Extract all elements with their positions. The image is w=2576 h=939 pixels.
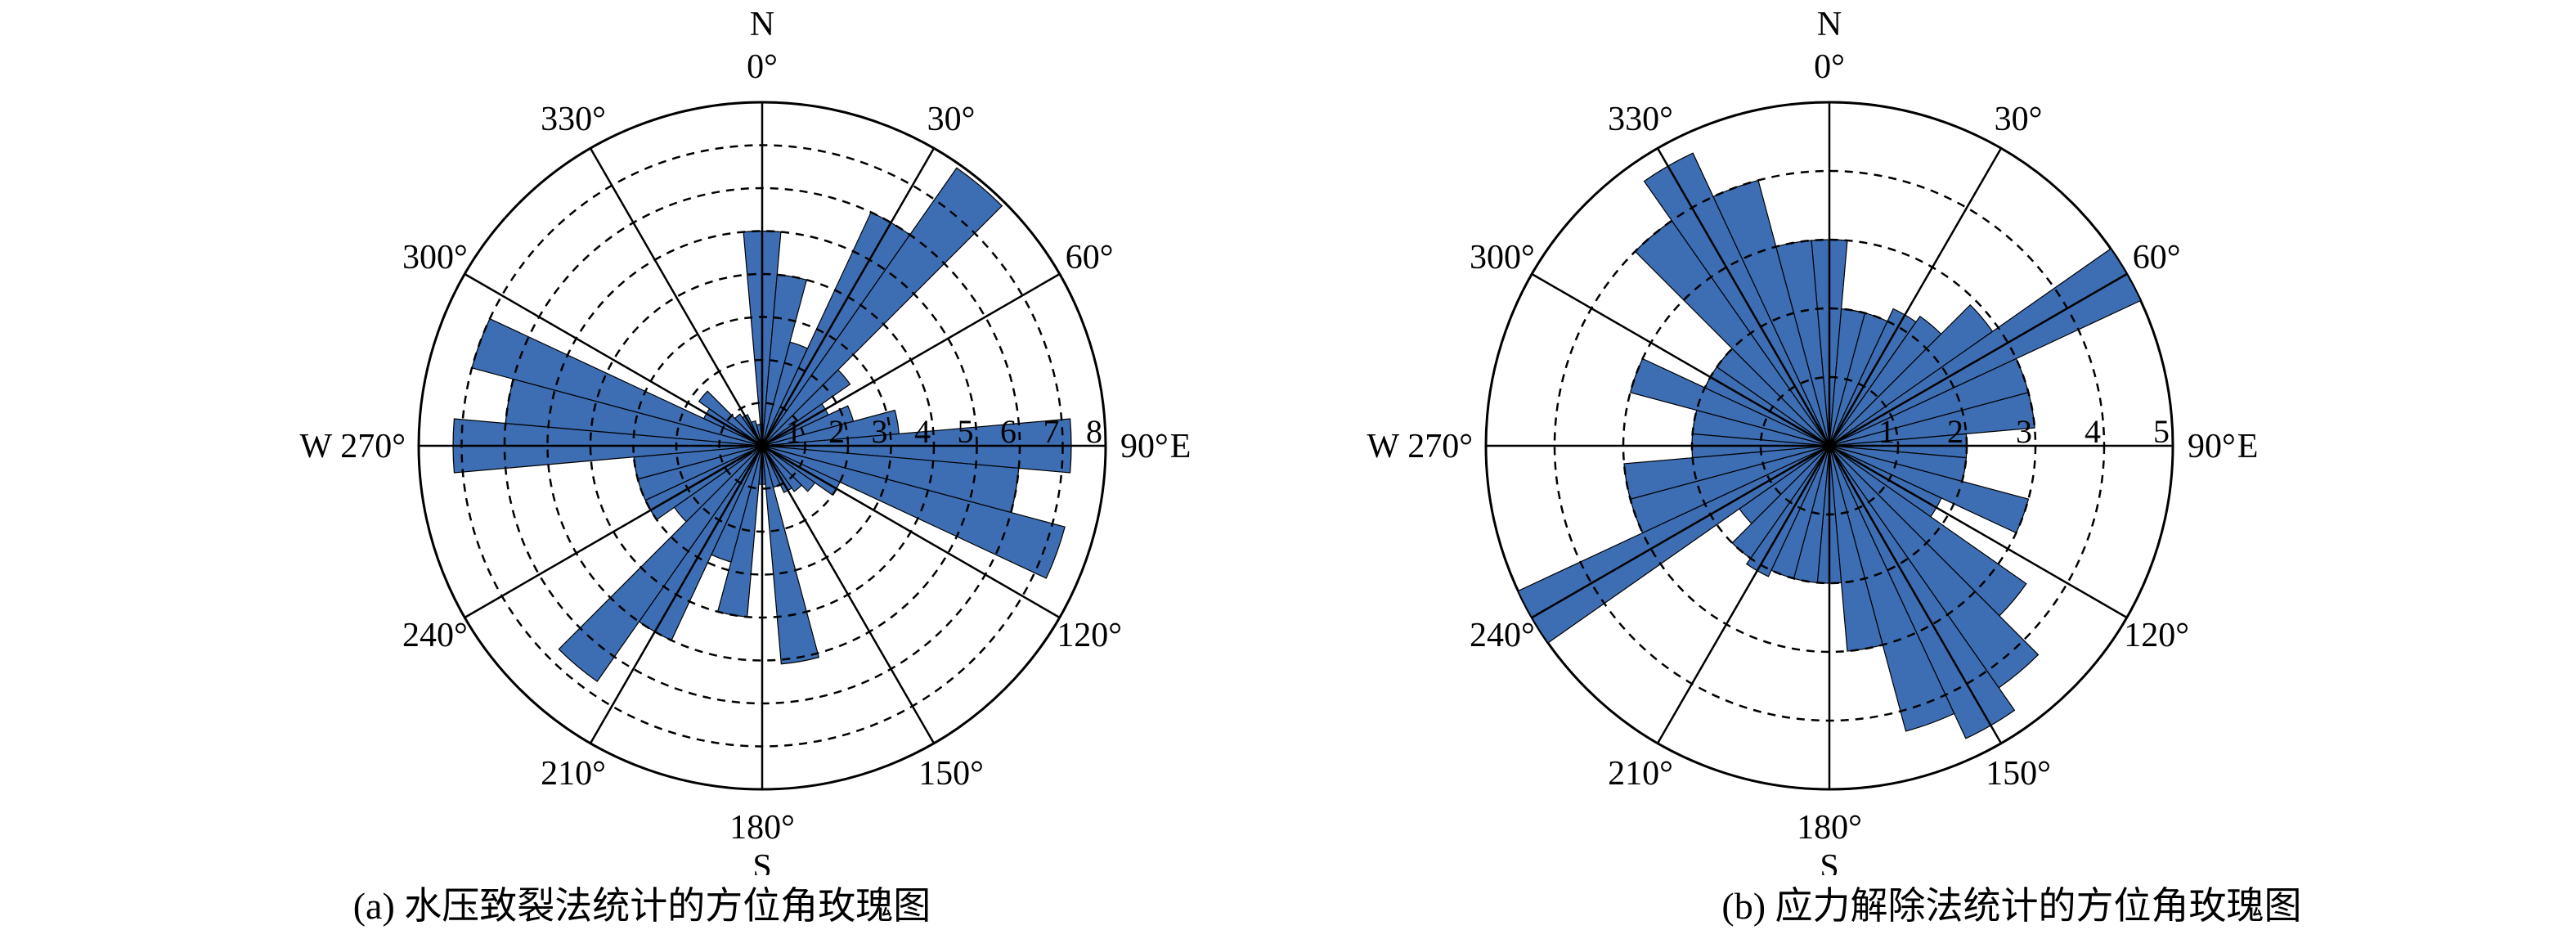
spoke-150 <box>1828 445 2003 744</box>
angle-label-0: 0° <box>747 48 778 86</box>
angle-label: 150° <box>918 755 984 793</box>
spoke-240 <box>464 444 763 619</box>
spokes <box>1486 102 2173 789</box>
angle-labels: 30° 60° 120° 150° 210° 240° 300° 330° N 0° 180°S 90… <box>1367 6 2259 875</box>
radial-tick-label: 6 <box>1000 413 1016 450</box>
rose-bar-310 <box>698 390 763 447</box>
compass-south-label: S <box>752 848 771 875</box>
compass-east-label: E <box>1170 428 1192 465</box>
angle-label-180: 180° <box>729 809 795 847</box>
angle-label: 30° <box>1995 101 2043 138</box>
spoke-60 <box>761 272 1061 447</box>
spoke-120 <box>761 444 1061 619</box>
bars <box>1517 152 2142 739</box>
angle-labels: 30° 60° 120° 150° 210° 240° 300° 330° N 0° 180°S 90… <box>300 6 1192 875</box>
rose-bar-110 <box>761 445 1066 579</box>
spoke-30 <box>1828 147 2003 447</box>
rose-bar-40 <box>761 167 1003 447</box>
angle-label: 60° <box>1066 239 1114 276</box>
spoke-210 <box>589 445 764 744</box>
radial-tick-label: 2 <box>828 413 845 450</box>
angle-label: 210° <box>1608 755 1673 793</box>
angle-label: 120° <box>1057 617 1122 654</box>
compass-west-label: W <box>300 428 333 465</box>
angle-label: 120° <box>2124 617 2189 654</box>
angle-label: 210° <box>541 755 606 793</box>
compass-north-label: N <box>1817 6 1842 43</box>
compass-west-label: W <box>1367 428 1400 465</box>
radial-tick-label: 1 <box>1878 413 1895 450</box>
spoke-300 <box>464 272 763 447</box>
rose-bar-160 <box>1829 445 1955 732</box>
spoke-30 <box>761 147 936 447</box>
rose-bar-350 <box>756 424 763 447</box>
rose-bar-50 <box>761 369 851 447</box>
angle-label-90: 90° <box>1120 428 1169 465</box>
rose-chart-b-svg: 1 2 3 4 5 30° 60° 120° 150° 210° 240° 300° 330° N 0° 18… <box>1367 6 2259 875</box>
spoke-330 <box>589 147 764 447</box>
spoke-210 <box>1656 445 1831 744</box>
radial-tick-label: 5 <box>2153 413 2170 450</box>
angle-label: 330° <box>1608 101 1673 138</box>
caption-b: (b) 应力解除法统计的方位角玫瑰图 <box>1721 885 2302 927</box>
radial-tick-label: 3 <box>2016 413 2032 450</box>
compass-north-label: N <box>750 6 774 43</box>
angle-label: 30° <box>927 101 976 138</box>
radial-labels: 1 2 3 4 5 <box>1878 413 2170 450</box>
spoke-120 <box>1829 444 2128 619</box>
radial-tick-label: 4 <box>2085 413 2101 450</box>
angle-label: 300° <box>1470 239 1535 276</box>
angle-label: 150° <box>1986 755 2051 793</box>
angle-label: 300° <box>402 239 468 276</box>
spoke-150 <box>761 445 936 744</box>
rose-bar-320 <box>734 413 763 447</box>
spokes <box>419 102 1106 789</box>
caption-a: (a) 水压致裂法统计的方位角玫瑰图 <box>352 885 931 927</box>
radial-tick-label: 1 <box>786 413 802 450</box>
radial-tick-label: 2 <box>1947 413 1963 450</box>
angle-label: 60° <box>2133 239 2181 276</box>
angle-label: 240° <box>1470 617 1535 654</box>
spoke-60 <box>1829 272 2128 447</box>
radial-tick-label: 3 <box>872 413 888 450</box>
angle-label: 240° <box>402 617 468 654</box>
angle-label-0: 0° <box>1814 48 1845 86</box>
compass-east-label: E <box>2237 428 2259 465</box>
radial-tick-label: 5 <box>958 413 974 450</box>
angle-label-270: 270° <box>340 428 406 465</box>
spoke-240 <box>1531 444 1830 619</box>
radial-tick-label: 4 <box>914 413 931 450</box>
angle-label-90: 90° <box>2188 428 2236 465</box>
compass-south-label: S <box>1820 848 1838 875</box>
spoke-330 <box>1656 147 1831 447</box>
rose-bar-220 <box>558 445 763 682</box>
rose-chart-b: 1 2 3 4 5 30° 60° 120° 150° 210° 240° 300° 330° N 0° 18… <box>1288 0 2576 939</box>
rose-bar-130 <box>761 445 816 492</box>
angle-label-270: 270° <box>1407 428 1473 465</box>
angle-label: 330° <box>541 101 606 138</box>
radial-tick-label: 8 <box>1086 413 1102 450</box>
rose-bar-140 <box>761 445 803 492</box>
rose-bar-170 <box>761 445 820 665</box>
angle-label-180: 180° <box>1797 809 1862 847</box>
spoke-300 <box>1531 272 1830 447</box>
radial-tick-label: 7 <box>1043 413 1060 450</box>
